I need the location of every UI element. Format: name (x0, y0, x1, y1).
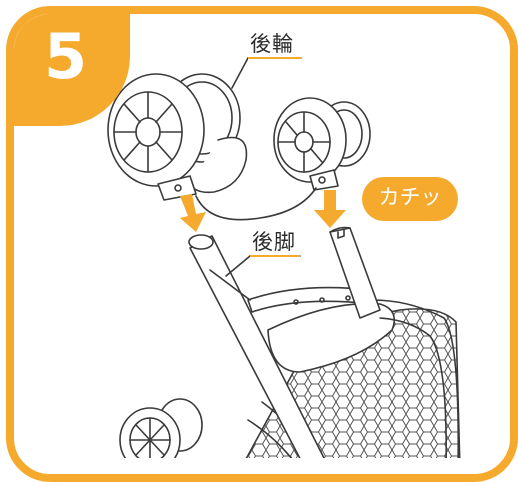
down-arrow-right (314, 190, 346, 228)
rear-wheel-right (174, 97, 371, 192)
panel-frame: 5 (6, 6, 518, 482)
rear-leg-label: 後脚 (252, 230, 296, 254)
rear-wheel-left (107, 73, 248, 201)
down-arrow-left (180, 194, 206, 232)
front-wheel (119, 398, 203, 458)
rear-wheel-label: 後輪 (250, 32, 294, 56)
step-badge: 5 (14, 14, 130, 126)
click-sound-text: カチッ (378, 185, 442, 209)
rear-leg-tube (188, 226, 381, 458)
step-number: 5 (44, 20, 88, 93)
click-sound-bubble: カチッ (362, 177, 458, 221)
connecting-cable (195, 187, 317, 221)
